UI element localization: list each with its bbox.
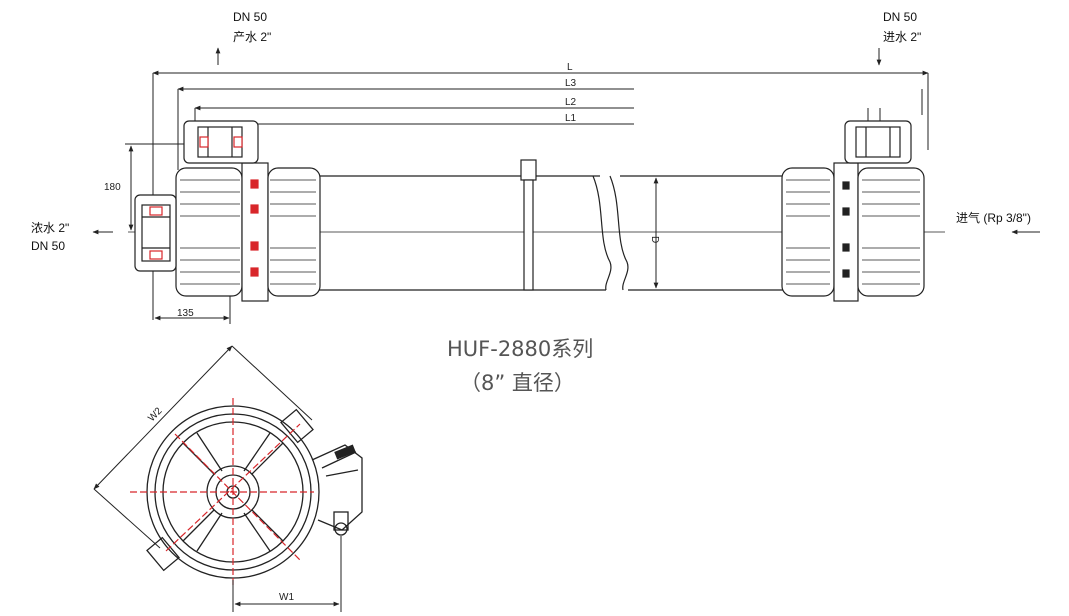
dim-label-135: 135 — [177, 308, 194, 319]
membrane-tube — [318, 175, 784, 291]
dim-label-L3: L3 — [565, 78, 577, 89]
diameter-subtitle: （8” 直径） — [460, 371, 575, 395]
concentrate-label: 浓水 2" — [31, 221, 69, 235]
left-end-cap — [175, 162, 321, 302]
end-view: W2 — [93, 345, 363, 612]
dim-label-L: L — [567, 62, 573, 73]
feed-inlet-flange — [844, 120, 912, 164]
concentrate-flange — [134, 194, 177, 272]
dim-label-L2: L2 — [565, 97, 577, 108]
feed-dn-label: DN 50 — [883, 10, 917, 24]
series-title: HUF-2880系列 — [447, 337, 593, 361]
right-end-cap — [781, 162, 925, 302]
air-inlet-label: 进气 (Rp 3/8") — [956, 210, 1031, 225]
concentrate-dn-label: DN 50 — [31, 239, 65, 253]
dim-label-D: D — [649, 236, 660, 243]
tube-clamp — [520, 159, 537, 291]
product-outlet-flange — [183, 120, 259, 164]
product-dn-label: DN 50 — [233, 10, 267, 24]
product-label: 产水 2" — [233, 30, 271, 44]
dim-label-W1: W1 — [279, 592, 294, 603]
dim-line-W2 — [93, 345, 233, 490]
dimension-lines — [152, 70, 929, 320]
dim-label-L1: L1 — [565, 113, 577, 124]
feed-label: 进水 2" — [883, 30, 921, 44]
dim-label-W2: W2 — [146, 405, 165, 424]
dim-label-180: 180 — [104, 182, 121, 193]
